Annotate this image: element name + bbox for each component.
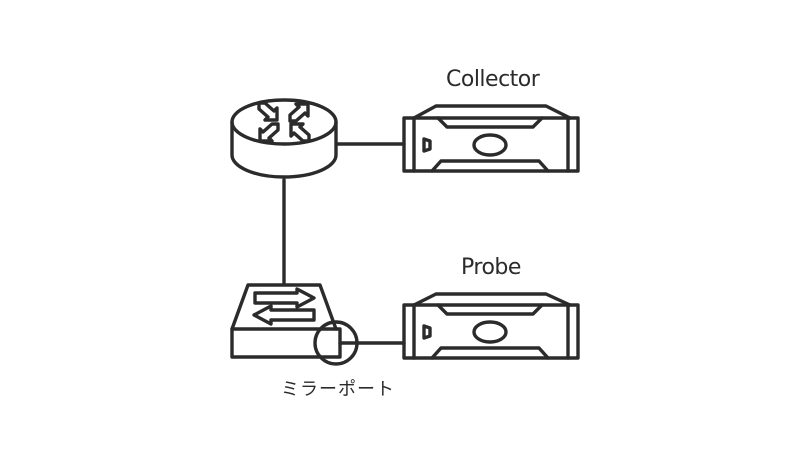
router-icon <box>230 98 338 179</box>
probe-server-icon <box>402 292 580 360</box>
probe-label: Probe <box>461 255 521 280</box>
switch-icon <box>230 283 342 359</box>
collector-label: Collector <box>446 67 540 92</box>
mirror-port-highlight-circle <box>313 320 359 366</box>
mirror-port-label: ミラーポート <box>281 379 395 400</box>
collector-server-icon <box>402 104 580 173</box>
